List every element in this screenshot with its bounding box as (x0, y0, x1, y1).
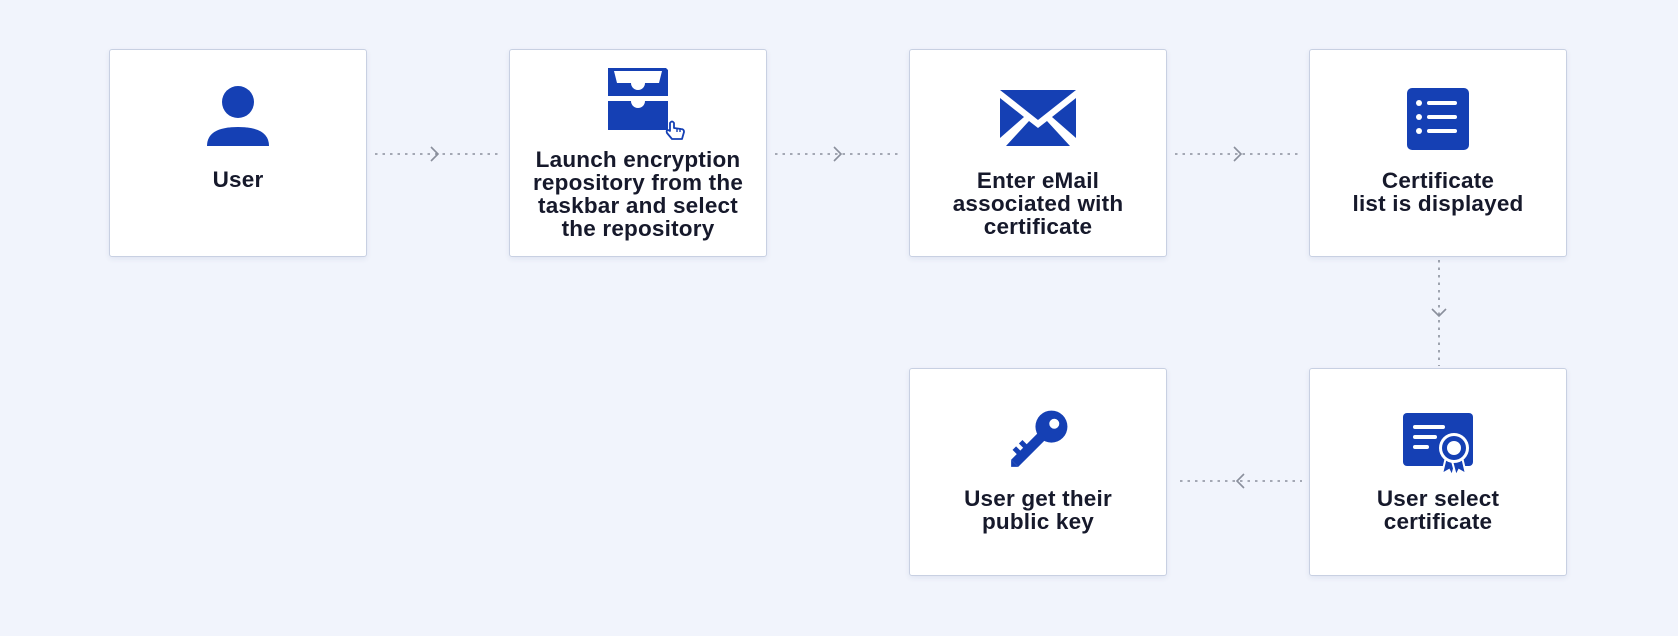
list-icon (1406, 88, 1470, 155)
step-user: User (109, 49, 367, 257)
step-launch-repository: Launch encryption repository from the ta… (509, 49, 767, 257)
connector-select-to-key (1180, 473, 1302, 489)
step-label: Enter eMail associated with certificate (952, 168, 1124, 239)
step-label: User (212, 167, 264, 192)
step-public-key: User get their public key (909, 368, 1167, 576)
envelope-icon (1000, 88, 1076, 151)
connector-user-to-launch (375, 146, 498, 162)
step-label: Launch encryption repository from the ta… (532, 147, 744, 241)
connector-email-to-list (1175, 146, 1298, 162)
connector-list-to-select (1431, 260, 1447, 366)
step-label: User select certificate (1376, 486, 1500, 534)
connector-launch-to-email (775, 146, 898, 162)
step-certificate-list: Certificate list is displayed (1309, 49, 1567, 257)
user-icon (206, 85, 270, 154)
certificate-icon (1401, 413, 1475, 482)
key-icon (1001, 403, 1075, 482)
inbox-tray-icon (606, 66, 686, 147)
step-select-certificate: User select certificate (1309, 368, 1567, 576)
step-enter-email: Enter eMail associated with certificate (909, 49, 1167, 257)
step-label: User get their public key (964, 486, 1112, 534)
step-label: Certificate list is displayed (1352, 168, 1524, 216)
